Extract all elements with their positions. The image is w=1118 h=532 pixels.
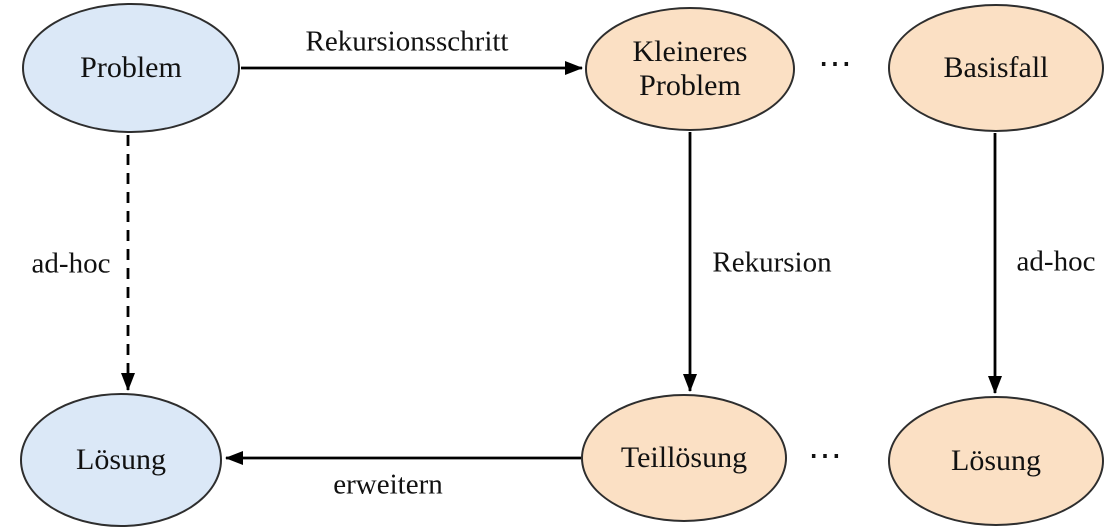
node-basisfall-label: Basisfall	[943, 51, 1049, 85]
edge-label-rekursionsschritt: Rekursionsschritt	[305, 25, 509, 58]
node-loesung-left: Lösung	[20, 393, 222, 527]
edge-label-erweitern: erweitern	[333, 468, 443, 501]
node-basisfall: Basisfall	[888, 4, 1104, 132]
node-kleineres-problem-label: Kleineres Problem	[632, 35, 748, 102]
node-problem-label: Problem	[80, 51, 182, 85]
node-loesung-right: Lösung	[888, 396, 1104, 526]
node-teilloesung-label: Teillösung	[620, 441, 748, 475]
edge-label-ad-hoc-right: ad-hoc	[1016, 245, 1096, 278]
node-loesung-left-label: Lösung	[76, 443, 166, 477]
ellipsis-top-dots: ⋯	[818, 46, 854, 83]
node-teilloesung: Teillösung	[581, 394, 787, 522]
node-loesung-right-label: Lösung	[951, 444, 1041, 478]
edge-label-rekursion: Rekursion	[712, 246, 832, 279]
edge-label-ad-hoc-left: ad-hoc	[31, 247, 111, 280]
node-problem: Problem	[22, 3, 240, 133]
ellipsis-bottom-dots: ⋯	[808, 438, 844, 475]
node-kleineres-problem: Kleineres Problem	[585, 7, 795, 131]
